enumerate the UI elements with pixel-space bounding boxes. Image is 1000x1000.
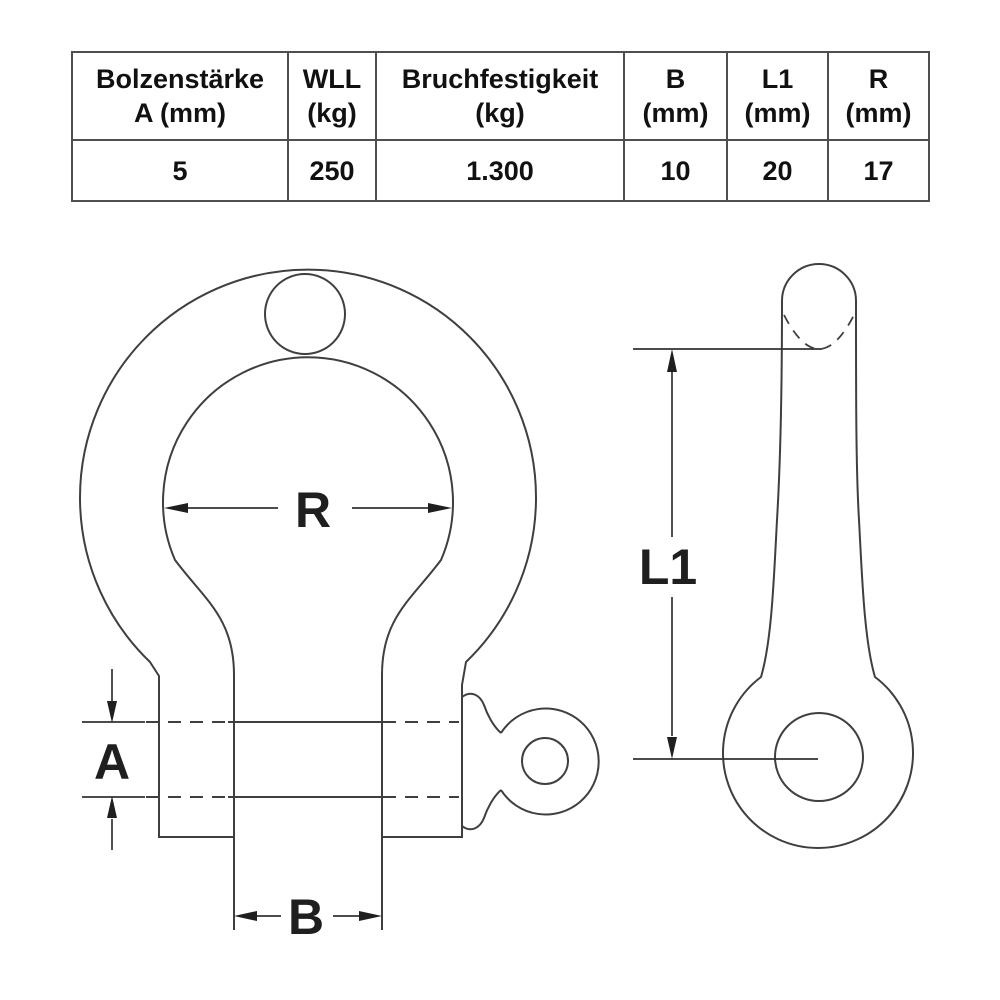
header-title: B — [665, 64, 686, 94]
col-header-wll: WLL (kg) — [287, 51, 377, 141]
header-title: WLL — [302, 64, 362, 94]
arrowhead-up — [107, 796, 117, 818]
col-header-l1: L1 (mm) — [726, 51, 829, 141]
dim-label-l1: L1 — [639, 539, 697, 595]
spec-table: Bolzenstärke A (mm) WLL (kg) Bruchfestig… — [71, 51, 930, 202]
header-unit: (mm) — [642, 98, 709, 128]
side-outline — [722, 263, 914, 849]
value-bruchfestigkeit: 1.300 — [375, 139, 625, 202]
dimension-r: R — [164, 482, 452, 538]
arrowhead-down — [667, 737, 677, 759]
pin-eye-hole — [521, 737, 569, 785]
arrowhead-down — [107, 701, 117, 723]
arrowhead-up — [667, 349, 677, 372]
pin-eye-ring — [500, 707, 600, 816]
pin-collar-bottom — [461, 789, 502, 831]
header-unit: (mm) — [845, 98, 912, 128]
pin-hidden-line — [146, 721, 459, 798]
table-value-row: 5 250 1.300 10 20 17 — [71, 139, 930, 202]
header-unit: (kg) — [475, 98, 525, 128]
bow-top-circle — [264, 273, 346, 355]
header-title: Bolzenstärke — [95, 64, 265, 94]
side-pin-hole — [774, 712, 864, 802]
arrowhead-left — [164, 503, 188, 513]
table-header-row: Bolzenstärke A (mm) WLL (kg) Bruchfestig… — [71, 51, 930, 141]
bow-inner-outline — [162, 356, 454, 930]
value-bolzenstaerke: 5 — [71, 139, 289, 202]
value-b: 10 — [623, 139, 728, 202]
side-hidden-arc — [783, 314, 855, 350]
arrowhead-left — [234, 911, 257, 921]
dimension-b: B — [234, 889, 382, 945]
dim-label-r: R — [295, 482, 331, 538]
header-title: Bruchfestigkeit — [401, 64, 599, 94]
value-wll: 250 — [287, 139, 377, 202]
dimension-l1: L1 — [633, 348, 822, 760]
header-unit: (mm) — [744, 98, 811, 128]
dimension-a: A — [82, 669, 145, 850]
arrowhead-right — [428, 503, 452, 513]
pin-collar-top — [461, 692, 502, 734]
header-title: L1 — [761, 64, 794, 94]
col-header-b: B (mm) — [623, 51, 728, 141]
dim-label-b: B — [288, 889, 324, 945]
ext-line — [82, 721, 145, 798]
col-header-bruchfestigkeit: Bruchfestigkeit (kg) — [375, 51, 625, 141]
col-header-r: R (mm) — [827, 51, 930, 141]
header-unit: (kg) — [307, 98, 357, 128]
front-view: A R B — [79, 268, 600, 945]
header-unit: A (mm) — [134, 98, 226, 128]
value-r: 17 — [827, 139, 930, 202]
bow-outer-outline — [79, 268, 537, 838]
side-view: L1 — [633, 263, 914, 849]
dim-label-a: A — [94, 734, 130, 790]
header-title: R — [868, 64, 889, 94]
col-header-bolzenstaerke: Bolzenstärke A (mm) — [71, 51, 289, 141]
value-l1: 20 — [726, 139, 829, 202]
arrowhead-right — [359, 911, 382, 921]
